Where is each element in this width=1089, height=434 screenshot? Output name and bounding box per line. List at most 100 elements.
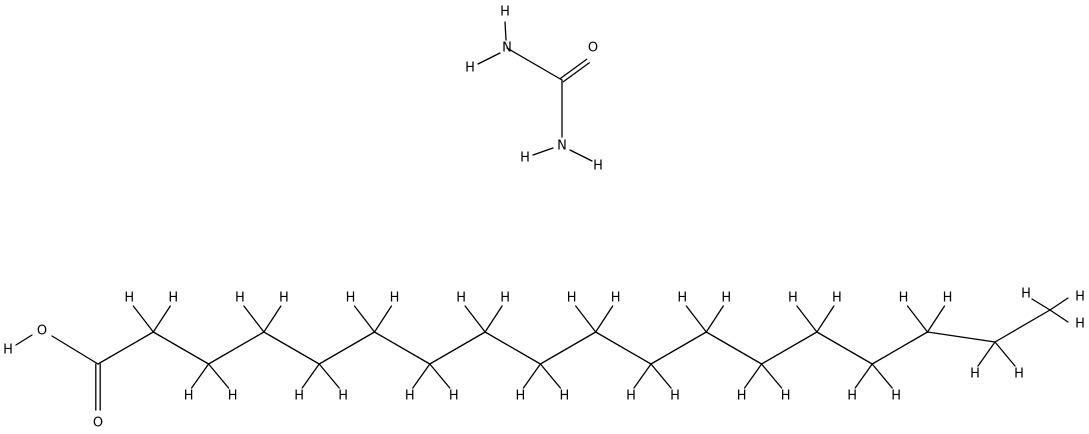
stearic-bond-c17-hb (994, 341, 1016, 367)
stearic-atom-h-label: H (626, 389, 636, 404)
stearic-bond-c5-c6 (318, 331, 376, 365)
stearic-bond-c7-c8 (429, 331, 486, 365)
stearic-bond-c10-ha (575, 305, 597, 333)
stearic-bond-c3-ha (190, 363, 210, 389)
stearic-bond-c8-ha (464, 305, 486, 333)
stearic-atom-h-label: H (279, 291, 289, 306)
stearic-bond-c18-ha (1031, 298, 1051, 311)
stearic-bond-c12-hb (705, 305, 724, 333)
stearic-bond-c11-ha (633, 363, 652, 389)
stearic-atom-h-label: H (390, 291, 400, 306)
urea-atom-h-label: H (465, 61, 475, 76)
stearic-atom-o-label: O (37, 324, 47, 339)
stearic-bond-o1-h (15, 334, 33, 346)
stearic-atom-h-label: H (611, 291, 621, 306)
stearic-bond-c17-c18 (994, 309, 1051, 343)
stearic-bond-c13-c14 (760, 331, 818, 365)
stearic-bond-c17-ha (977, 341, 996, 367)
stearic-atom-h-label: H (891, 389, 901, 404)
urea-bond-n1-c (506, 47, 563, 81)
stearic-bond-c2-ha (132, 305, 154, 333)
stearic-bond-c7-hb (429, 363, 451, 389)
stearic-bond-c5-ha (301, 363, 320, 389)
stearic-atom-h-label: H (1075, 317, 1085, 332)
stearic-atom-h-label: H (456, 291, 466, 306)
stearic-atom-h-label: H (228, 389, 238, 404)
stearic-bond-c13-hb (760, 363, 783, 389)
stearic-bond-c14-hb (816, 305, 835, 333)
stearic-atom-h-label: H (781, 389, 791, 404)
stearic-bond-c2-hb (152, 305, 171, 333)
urea-atom-o-label: O (588, 41, 598, 56)
urea-bond-c-o-a (562, 62, 590, 83)
stearic-atom-h-label: H (346, 291, 356, 306)
urea-atom-n-label: N (557, 139, 567, 154)
stearic-bond-c15-c16 (871, 331, 929, 365)
stearic-atom-h-label: H (560, 389, 570, 404)
stearic-bond-c9-hb (539, 363, 562, 389)
stearic-atom-h-label: H (670, 389, 680, 404)
stearic-atom-h-label: H (1075, 290, 1085, 305)
stearic-bond-c14-c15 (816, 331, 873, 365)
stearic-bond-c4-c5 (263, 331, 320, 365)
bond-layer (15, 21, 1069, 411)
urea-bond-n2-h4 (569, 149, 593, 162)
stearic-atom-h-label: H (124, 291, 134, 306)
stearic-atom-h-label: H (294, 389, 304, 404)
stearic-bond-c15-ha (854, 363, 873, 389)
stearic-atom-h-label: H (567, 291, 577, 306)
stearic-bond-c2-c3 (152, 331, 210, 365)
stearic-bond-c1-c2 (97, 331, 154, 365)
stearic-atom-o2-label: O (93, 416, 103, 431)
stearic-bond-c4-hb (263, 305, 282, 333)
stearic-atom-h-oh-label: H (3, 343, 13, 358)
urea-bond-n1-h2 (477, 52, 501, 65)
stearic-atom-h-label: H (405, 389, 415, 404)
stearic-atom-h-label: H (1021, 287, 1031, 302)
stearic-bond-c8-hb (484, 305, 503, 333)
urea-atom-h-label: H (500, 5, 510, 20)
stearic-bond-c9-c10 (539, 331, 597, 365)
stearic-bond-c11-c12 (650, 331, 707, 365)
urea-bond-c-o-b (560, 58, 588, 79)
stearic-bond-c18-hc (1049, 309, 1069, 323)
stearic-atom-h-label: H (500, 291, 510, 306)
stearic-atom-h-label: H (516, 389, 526, 404)
stearic-bond-c12-c13 (705, 331, 763, 365)
urea-atom-h-label: H (593, 159, 603, 174)
urea-bond-n1-h1 (504, 21, 507, 41)
stearic-atom-h-label: H (970, 367, 980, 382)
stearic-atom-h-label: H (899, 291, 909, 306)
stearic-atom-h-label: H (943, 291, 953, 306)
stearic-atom-h-label: H (721, 291, 731, 306)
stearic-bond-c9-ha (522, 363, 542, 389)
urea-bond-n2-h3 (532, 147, 554, 156)
stearic-bond-c4-ha (243, 305, 265, 333)
urea-atom-n-label: N (502, 41, 512, 56)
stearic-bond-c12-ha (685, 305, 707, 333)
stearic-bond-c10-hb (595, 305, 614, 333)
stearic-atom-h-label: H (847, 389, 857, 404)
stearic-atom-h-label: H (1014, 367, 1024, 382)
stearic-bond-c8-c9 (484, 331, 542, 365)
stearic-atom-h-label: H (449, 389, 459, 404)
stearic-bond-c6-ha (353, 305, 376, 333)
stearic-bond-c16-c17 (926, 331, 996, 343)
stearic-bond-c16-hb (926, 305, 946, 333)
stearic-atom-h-label: H (832, 291, 842, 306)
stearic-bond-c15-hb (871, 363, 893, 389)
stearic-atom-h-label: H (235, 291, 245, 306)
stearic-bond-c5-hb (318, 363, 340, 389)
stearic-atom-h-label: H (338, 389, 348, 404)
stearic-bond-c7-ha (412, 363, 431, 389)
urea-atom-h-label: H (520, 151, 530, 166)
stearic-bond-c10-c11 (595, 331, 652, 365)
stearic-bond-c3-c4 (207, 331, 265, 365)
stearic-bond-c6-c7 (373, 331, 431, 365)
stearic-atom-h-label: H (168, 291, 178, 306)
stearic-bond-c6-hb (373, 305, 393, 333)
stearic-atom-h-label: H (788, 291, 798, 306)
stearic-atom-h-label: H (737, 389, 747, 404)
stearic-bond-c18-hb (1049, 297, 1069, 311)
